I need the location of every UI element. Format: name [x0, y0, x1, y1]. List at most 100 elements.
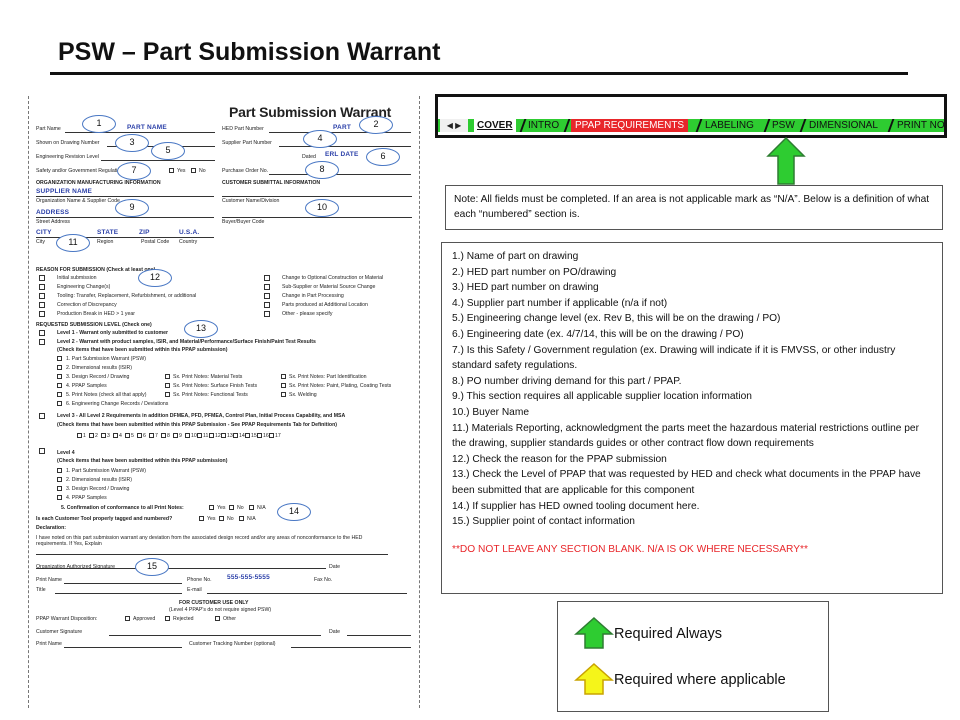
form-checkbox: [57, 365, 62, 370]
green-arrow-legend-icon: [574, 616, 614, 649]
form-tracking: Customer Tracking Number (optional): [189, 641, 276, 647]
form-value-eng-date: ERL DATE: [325, 151, 359, 158]
form-checkbox: [165, 383, 170, 388]
form-rejected: Rejected: [173, 616, 194, 622]
form-checkbox: [39, 293, 45, 299]
legend-required-applicable: Required where applicable: [614, 672, 786, 688]
form-label-region: Region: [97, 239, 114, 245]
form-reason-item: Engineering Change(s): [57, 284, 111, 290]
form-label-buyer: Buyer/Buyer Code: [222, 219, 265, 225]
form-checkbox: [165, 392, 170, 397]
form-label-country: Country: [179, 239, 198, 245]
form-l2-item: Sx. Print Notes: Functional Tests: [173, 392, 248, 398]
form-approved: Approved: [133, 616, 156, 622]
form-date: Date: [329, 564, 340, 570]
tab-psw[interactable]: PSW: [772, 120, 795, 131]
definition-item: 10.) Buyer Name: [452, 406, 530, 418]
form-l3-number: 5: [131, 433, 134, 439]
form-l3-number: 13: [227, 433, 233, 439]
form-checkbox: [57, 383, 62, 388]
form-l2-item: 6. Engineering Change Records / Deviatio…: [66, 401, 169, 407]
note-box: Note: All fields must be completed. If a…: [445, 185, 943, 230]
form-label-na: N/A: [247, 516, 256, 522]
form-checkbox: [57, 468, 62, 473]
tab-separator: [887, 119, 895, 132]
form-label-safety: Safety and/or Government Regulation: [36, 168, 124, 174]
green-up-arrow-icon: [766, 136, 806, 185]
form-checkbox: [57, 374, 62, 379]
tab-separator: [519, 119, 527, 132]
tab-ppap-requirements[interactable]: PPAP REQUIREMENTS: [571, 119, 689, 132]
form-checkbox: [57, 356, 62, 361]
form-checkbox: [209, 433, 214, 438]
form-reason-header: REASON FOR SUBMISSION (Check at least on…: [36, 267, 156, 273]
number-bubble-5: 5: [151, 142, 185, 160]
form-l4-check: (Check items that have been submitted wi…: [57, 458, 228, 464]
form-checkbox: [137, 433, 142, 438]
form-checkbox: [269, 433, 274, 438]
tab-scroll-arrows[interactable]: ◀ ▶: [440, 119, 468, 132]
form-line: [64, 647, 182, 648]
form-checkbox: [57, 486, 62, 491]
form-l3-number: 12: [215, 433, 221, 439]
form-checkbox: [229, 505, 234, 510]
tab-separator: [763, 119, 771, 132]
form-l2-item: 4. PPAP Samples: [66, 383, 107, 389]
form-checkbox: [165, 374, 170, 379]
number-bubble-6: 6: [366, 148, 400, 166]
form-label-no: No: [199, 168, 206, 174]
form-checkbox: [39, 413, 45, 419]
form-checkbox: [39, 339, 45, 345]
tab-cover[interactable]: COVER: [474, 119, 516, 132]
definition-item: 6.) Engineering date (ex. 4/7/14, this w…: [452, 328, 744, 340]
form-l3-number: 11: [203, 433, 209, 439]
form-value-zip: ZIP: [139, 229, 150, 236]
form-checkbox: [39, 448, 45, 454]
number-bubble-11: 11: [56, 234, 90, 252]
form-l4-item: 4. PPAP Samples: [66, 495, 107, 501]
form-label-no: No: [227, 516, 234, 522]
definition-item: 8.) PO number driving demand for this pa…: [452, 375, 682, 387]
form-label-yes: Yes: [207, 516, 216, 522]
definition-item: 5.) Engineering change level (ex. Rev B,…: [452, 313, 781, 325]
form-l3-number: 1: [83, 433, 86, 439]
form-l3-number: 9: [179, 433, 182, 439]
form-checkbox: [125, 616, 130, 621]
form-checkbox: [57, 392, 62, 397]
tab-labeling[interactable]: LABELING: [705, 120, 754, 131]
form-value-country: U.S.A.: [179, 229, 200, 236]
form-l2-item: 2. Dimensional results (ISIR): [66, 365, 133, 371]
form-l3-number: 6: [143, 433, 146, 439]
form-checkbox: [57, 477, 62, 482]
form-label-customer-name: Customer Name/Division: [222, 198, 280, 204]
tab-separator: [695, 119, 703, 132]
form-label-yes: Yes: [177, 168, 186, 174]
form-l2-item: 3. Design Record / Drawing: [66, 374, 130, 380]
form-checkbox: [173, 433, 178, 438]
form-line: [65, 132, 215, 133]
form-l3-number: 15: [251, 433, 257, 439]
title-underline: [50, 72, 908, 75]
form-value-supplier-name: SUPPLIER NAME: [36, 188, 93, 195]
tab-print-notes[interactable]: PRINT NO: [897, 120, 944, 131]
form-checkbox: [215, 616, 220, 621]
form-date-2: Date: [329, 629, 340, 635]
form-label-hed-part: HED Part Number: [222, 126, 264, 132]
form-checkbox: [39, 302, 45, 308]
legend-required-always: Required Always: [614, 626, 722, 642]
form-label-po: Purchase Order No.: [222, 168, 269, 174]
form-value-state: STATE: [97, 229, 119, 236]
form-checkbox: [264, 311, 270, 317]
definition-item: 13.) Check the Level of PPAP that was re…: [452, 469, 921, 496]
form-l3-number: 7: [155, 433, 158, 439]
form-line: [279, 146, 411, 147]
form-checkbox: [281, 383, 286, 388]
form-reason-item: Change to Optional Construction or Mater…: [282, 275, 384, 281]
form-customer-use-sub: (Level 4 PPAP's do not require signed PS…: [169, 607, 272, 613]
form-label-street: Street Address: [36, 219, 71, 225]
number-bubble-2: 2: [359, 116, 393, 134]
form-line: [109, 635, 321, 636]
tab-dimensional[interactable]: DIMENSIONAL: [809, 120, 878, 131]
tab-intro[interactable]: INTRO: [528, 120, 560, 131]
form-line: [36, 568, 326, 569]
